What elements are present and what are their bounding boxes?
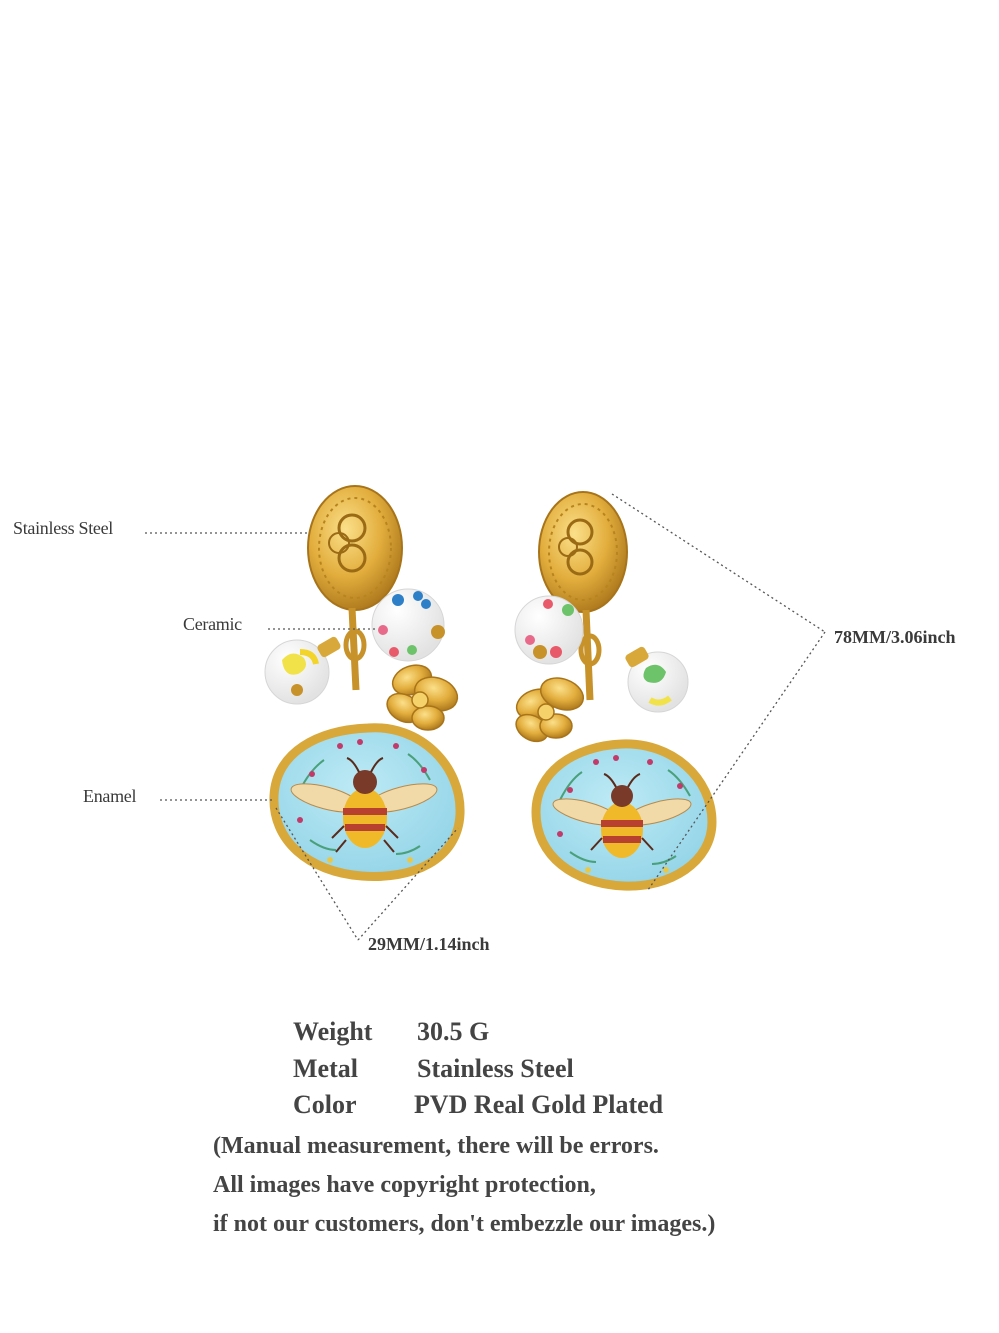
left-enamel-pendant <box>269 723 465 881</box>
spec-label: Weight <box>293 1017 373 1046</box>
right-flower-charm <box>515 677 585 743</box>
spec-value: 30.5 G <box>417 1017 490 1046</box>
spec-value: PVD Real Gold Plated <box>414 1090 664 1119</box>
dimension-width: 29MM/1.14inch <box>368 934 490 954</box>
right-dotted-ceramic-bead <box>514 595 584 665</box>
callout-enamel: Enamel <box>83 786 137 806</box>
left-bee-illustration <box>290 757 438 853</box>
spec-value: Stainless Steel <box>417 1054 574 1083</box>
spec-label: Color <box>293 1090 357 1119</box>
note-line: All images have copyright protection, <box>213 1172 596 1198</box>
right-floral-ceramic-bead <box>625 646 689 713</box>
right-enamel-pendant <box>531 739 717 891</box>
note-line: (Manual measurement, there will be error… <box>213 1133 659 1159</box>
callout-stainless-steel: Stainless Steel <box>13 518 113 538</box>
callout-ceramic: Ceramic <box>183 614 242 634</box>
left-earring <box>264 485 465 881</box>
note-line: if not our customers, don't embezzle our… <box>213 1211 716 1237</box>
right-stud-disc <box>538 491 628 613</box>
left-dotted-ceramic-bead <box>371 588 445 662</box>
left-floral-ceramic-bead <box>264 636 341 705</box>
spec-label: Metal <box>293 1054 358 1083</box>
dimension-length: 78MM/3.06inch <box>834 627 956 647</box>
right-bee-illustration <box>552 773 692 858</box>
left-stud-disc <box>307 485 403 611</box>
right-earring <box>514 491 717 891</box>
left-flower-charm <box>386 664 459 731</box>
callout-leaders <box>145 493 826 941</box>
